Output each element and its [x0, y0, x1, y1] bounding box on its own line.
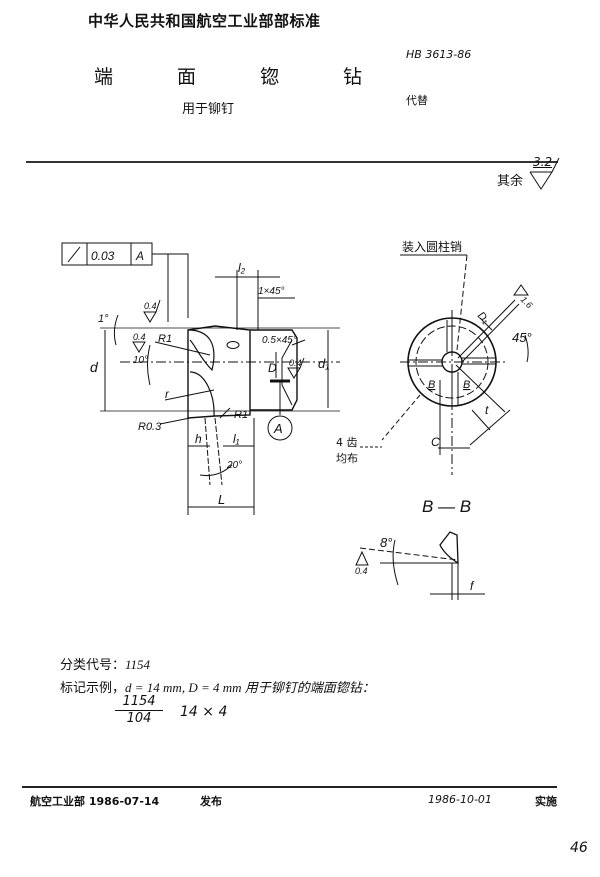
class-code-label: 分类代号： — [60, 658, 126, 673]
dim-r1-bottom: R1 — [234, 409, 248, 421]
dim-angle-8: 8° — [380, 535, 392, 550]
fraction-denominator: 104 — [126, 711, 152, 726]
dim-l2: l₂ — [238, 261, 246, 275]
dim-chamfer-0.5x45: 0.5×45° — [262, 335, 297, 346]
class-code-value: 1154 — [125, 657, 151, 672]
title-char: 端 — [94, 66, 114, 88]
footer-issued-label: 发布 — [200, 795, 222, 808]
dim-D1: D₁ — [475, 310, 492, 327]
pin-label: 装入圆柱销 — [402, 239, 462, 254]
section-mark-b-right: B — [463, 379, 470, 391]
dim-d1: d₁ — [318, 356, 329, 371]
dim-C: C — [431, 435, 440, 449]
tolerance-datum: A — [135, 249, 144, 263]
main-title: 端面锪钻 — [94, 62, 426, 89]
standard-title: 中华人民共和国航空工业部部标准 — [88, 12, 321, 30]
replaces-label: 代替 — [406, 94, 428, 107]
footer-effective-label: 实施 — [535, 795, 557, 808]
section-mark-b-left: B — [428, 379, 435, 391]
roughness-1.6: 1.6 — [519, 294, 535, 310]
title-char: 钻 — [343, 66, 363, 88]
example-label: 标记示例， — [60, 681, 126, 696]
roughness-0.4-a: 0.4 — [144, 301, 157, 311]
teeth-count-label: 4 齿 — [336, 436, 358, 449]
designation-size: 14 × 4 — [180, 704, 228, 720]
designation-fraction: 1154 104 — [115, 694, 163, 726]
section-title: B — B — [422, 497, 471, 516]
header-divider — [26, 161, 558, 163]
roughness-symbol-icon — [529, 157, 560, 190]
roughness-0.4-d: 0.4 — [355, 566, 368, 576]
roughness-other-label: 其余 — [497, 174, 524, 189]
dim-t: t — [485, 403, 489, 417]
example-line: 标记示例，d = 14 mm, D = 4 mm 用于铆钉的端面锪钻： — [60, 677, 375, 700]
dim-d: d — [90, 359, 99, 375]
footer-divider — [22, 786, 557, 788]
title-char: 锪 — [260, 66, 280, 88]
dim-angle-45: 45° — [512, 330, 532, 345]
dim-L: L — [218, 492, 225, 507]
dim-angle-20: 20° — [226, 460, 242, 471]
fraction-numerator: 1154 — [115, 694, 163, 711]
classification-line: 分类代号：1154 — [60, 654, 375, 677]
dim-chamfer-1x45: 1×45° — [258, 286, 285, 297]
document-number: HB 3613-86 — [406, 48, 472, 61]
example-text: d = 14 mm, D = 4 mm 用于铆钉的端面锪钻： — [125, 680, 375, 695]
dim-l1: l₁ — [233, 432, 240, 446]
footer-issuer: 航空工业部 1986-07-14 — [30, 795, 160, 808]
teeth-distribution-label: 均布 — [336, 452, 358, 465]
roughness-0.4-c: 0.4 — [289, 358, 302, 368]
roughness-0.4-b: 0.4 — [133, 332, 146, 342]
footer-effective-date: 1986-10-01 — [428, 793, 492, 806]
dim-r: r — [165, 387, 170, 401]
roughness-other-value: 3.2 — [533, 155, 553, 169]
dim-h: h — [195, 432, 202, 446]
dim-angle-10: 10° — [133, 355, 148, 366]
dim-r0.3: R0.3 — [138, 421, 162, 433]
tolerance-value: 0.03 — [91, 249, 115, 263]
title-char: 面 — [177, 66, 197, 88]
datum-a-label: A — [273, 421, 283, 436]
subtitle: 用于铆钉 — [182, 102, 235, 117]
page-number: 46 — [570, 840, 588, 856]
dim-r1-top: R1 — [158, 333, 172, 345]
dim-D: D — [268, 361, 277, 375]
dim-f: f — [470, 579, 475, 593]
notes-block: 分类代号：1154 标记示例，d = 14 mm, D = 4 mm 用于铆钉的… — [60, 654, 375, 700]
dim-angle-1: 1° — [98, 313, 109, 325]
